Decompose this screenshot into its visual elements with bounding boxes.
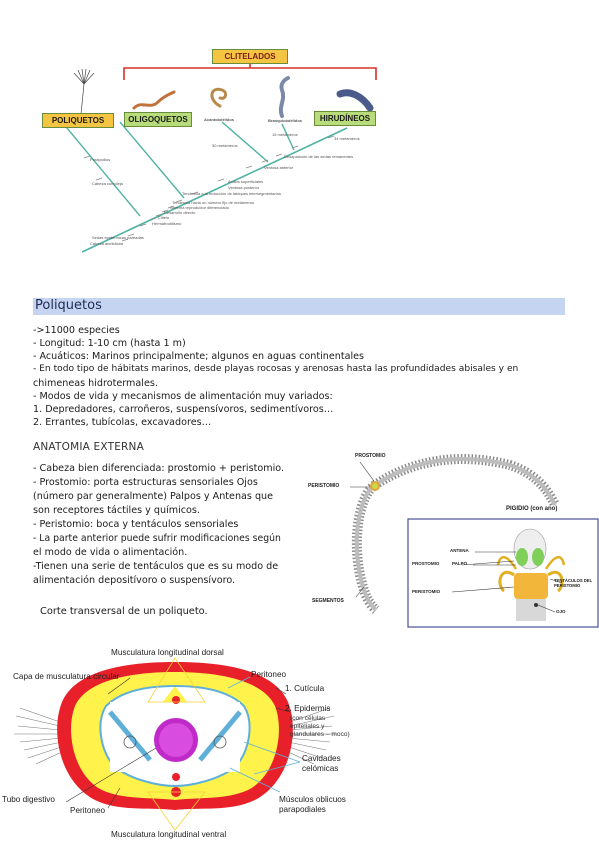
cross-section-caption: Corte transversal de un poliqueto. (40, 606, 208, 617)
palpo-label: PALPO (452, 561, 468, 566)
epidermis-sub: epiteliales y (290, 723, 325, 730)
epidermis-sub: (con células (290, 715, 326, 722)
circular-muscle-label: Capa de musculatura circular (13, 672, 120, 681)
clade-label: Cabeza compleja (92, 181, 123, 186)
clade-label: 30 metámeros (212, 143, 238, 148)
cross-section-drawing (14, 657, 336, 831)
cuticula-label: 1. Cutícula (285, 684, 325, 693)
prostomio-inset-label: PROSTOMIO (412, 561, 440, 566)
intro-line: - Modos de vida y mecanismos de alimenta… (33, 391, 333, 402)
clade-label: Ventosa posterior (228, 185, 260, 190)
intro-line: 2. Errantes, tubícolas, excavadores… (33, 417, 212, 428)
anatomy-line: -Tienen una serie de tentáculos que es s… (33, 561, 279, 572)
anatomy-line: - Cabeza bien diferenciada: prostomio + … (33, 463, 284, 474)
worm-drawing (350, 454, 599, 628)
clade-label: 34 metámeros (334, 136, 360, 141)
clade-label: Clitelo (158, 215, 170, 220)
ventral-muscle-label: Musculatura longitudinal ventral (111, 830, 227, 839)
intro-line: chimeneas hidrotermales. (33, 378, 158, 389)
clade-label: Parapodios (90, 157, 111, 162)
pigidio-label: PIGIDIO (con ano) (506, 506, 558, 512)
clade-label: Anillos superficiales (228, 179, 264, 184)
dorsal-muscle-label: Musculatura longitudinal dorsal (111, 648, 224, 657)
anatomy-line: alimentación depositívoro o suspensívoro… (33, 575, 236, 586)
clade-label: Cabeza anelidiana (90, 241, 124, 246)
clade-label: Tendencia a la reducción de tabiques int… (182, 191, 281, 196)
intro-line: - En todo tipo de hábitats marinos, desd… (33, 364, 519, 374)
clade-label: Ventosa anterior (264, 165, 294, 170)
acantobdelidos-label: Acantobdélidos (204, 117, 235, 122)
prostomio-label: PROSTOMIO (355, 453, 386, 459)
clade-label: Desarrollo directo (164, 210, 196, 215)
cavidades-label: Cavidades (302, 754, 341, 763)
poliquetos-box: POLIQUETOS (42, 113, 114, 128)
clitelados-box: CLITELADOS (212, 49, 288, 64)
clade-label: Sistema reproductor diferenciado (170, 205, 229, 210)
peritoneo-bottom-label: Peritoneo (70, 806, 106, 815)
ojo-label: OJO (556, 609, 566, 614)
cavidades-label: celómicas (302, 764, 339, 773)
section-title: Poliquetos (35, 298, 102, 313)
cladogram: CLITELADOS POLIQUETOS OLIGOQUETOS Acanto… (32, 40, 382, 265)
clade-label: Desaparición de las sedas remanentes (284, 154, 354, 159)
tubo-digestivo-label: Tubo digestivo (2, 795, 55, 804)
anatomy-line: son receptores táctiles y químicos. (33, 505, 200, 516)
oligoquetos-box: OLIGOQUETOS (124, 112, 192, 127)
peritoneo-top-label: Peritoneo (251, 670, 287, 679)
intro-line: - Acuáticos: Marinos principalmente; alg… (33, 351, 365, 362)
clade-label: 15 metámeros (272, 132, 298, 137)
intro-line: 1. Depredadores, carroñeros, suspensívor… (33, 404, 334, 415)
cladogram-graphic (61, 58, 377, 253)
oblicuos-label: Músculos oblicuos (279, 795, 346, 804)
clade-label: Tendencia hacia un número fijo de metáme… (172, 200, 255, 205)
anatomy-line: - La parte anterior puede sufrir modific… (33, 533, 281, 544)
anatomy-line: - Peristomio: boca y tentáculos sensoria… (33, 519, 239, 530)
antena-label: ANTENA (450, 548, 469, 553)
epidermis-sub: glandulares – moco) (290, 731, 350, 738)
peristomio-inset-label: PERISTOMIO (412, 589, 441, 594)
epidermis-label: 2. Epidermis (285, 704, 331, 713)
branquiobdelidos-label: Branquiobdélidos (268, 118, 302, 123)
clade-label: Sedas epidérmicas pareadas (92, 235, 144, 240)
intro-line: - Longitud: 1-10 cm (hasta 1 m) (33, 338, 186, 349)
tentaculos-label: TENTÁCULOS DEL PERISTOMIO (554, 578, 593, 588)
anatomy-line: - Prostomio: porta estructuras sensorial… (33, 477, 258, 488)
worm-figure: PROSTOMIO PERISTOMIO PIGIDIO (con ano) S… (300, 445, 599, 630)
cross-section-figure: Musculatura longitudinal dorsal Capa de … (0, 642, 380, 848)
peristomio-label: PERISTOMIO (308, 483, 340, 489)
anatomy-heading: ANATOMIA EXTERNA (33, 441, 144, 453)
oblicuos-label: parapodiales (279, 805, 326, 814)
segmentos-label: SEGMENTOS (312, 598, 344, 604)
anatomy-line: (número par generalmente) Palpos y Anten… (33, 491, 274, 502)
intro-line: ->11000 especies (33, 325, 120, 336)
clade-label: Hermafroditismo (152, 221, 182, 226)
hirudineos-box: HIRUDÍNEOS (314, 111, 376, 126)
section-header-bar (33, 298, 565, 315)
anatomy-line: el modo de vida o alimentación. (33, 547, 188, 558)
